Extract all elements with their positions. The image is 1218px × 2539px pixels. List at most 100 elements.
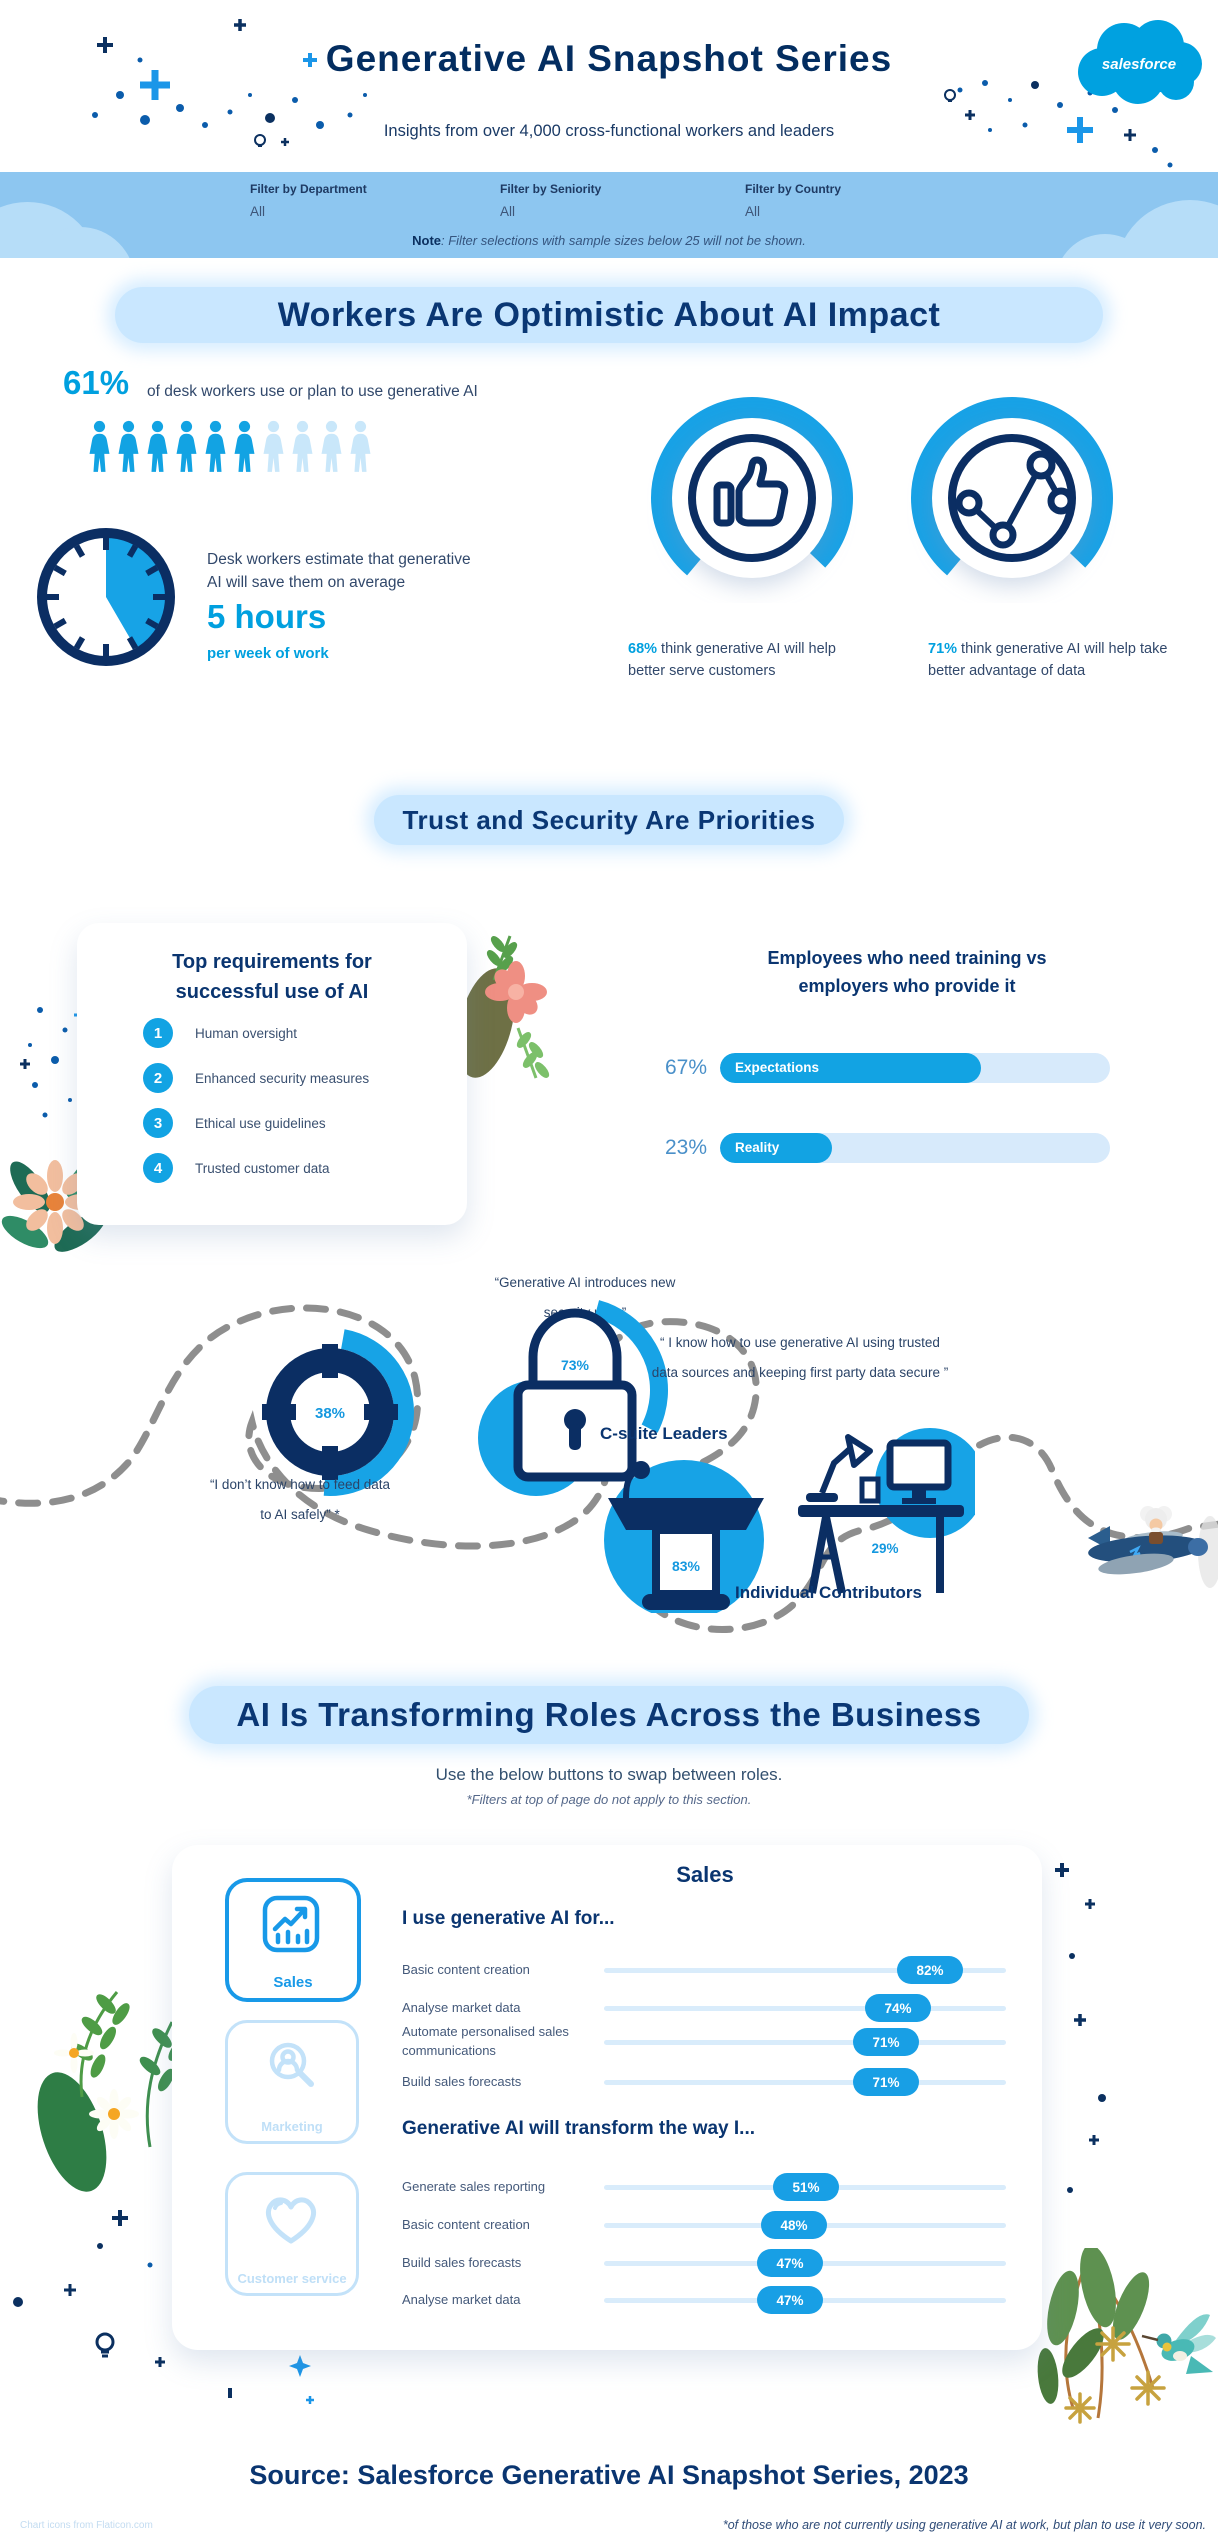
- row-label: Build sales forecasts: [402, 2254, 522, 2270]
- clock-caption-line1: Desk workers estimate that generative: [207, 551, 471, 568]
- bar-fill: Reality: [720, 1133, 832, 1163]
- chart-row: Generate sales reporting 51%: [402, 2170, 1008, 2204]
- desk-icon: 29%: [798, 1428, 975, 1594]
- filter-country-value[interactable]: All: [745, 204, 761, 219]
- clock-stat: 5 hours: [207, 598, 327, 635]
- desk-stat-text: 29%: [871, 1541, 898, 1556]
- marketing-search-icon: [269, 2042, 314, 2087]
- filter-department-label: Filter by Department: [250, 182, 367, 196]
- bar-track: [604, 2006, 1006, 2011]
- quote-trusted-data: “ I know how to use generative AI using …: [560, 1328, 1040, 1387]
- badge-71-value: 71%: [928, 641, 958, 657]
- section-heading-optimism: Workers Are Optimistic About AI Impact: [115, 287, 1103, 343]
- badge-68-value: 68%: [628, 641, 658, 657]
- requirements-title-line2: successful use of AI: [175, 981, 369, 1003]
- bar-value-pill: 48%: [761, 2211, 827, 2239]
- quote-feed-data: “I don’t know how to feed data to AI saf…: [155, 1470, 445, 1529]
- role-tab-customer-service[interactable]: Customer service: [225, 2172, 359, 2296]
- row-bar: 71%: [602, 2025, 1008, 2059]
- podium-icon: 83%: [604, 1460, 764, 1613]
- training-bar-expectations: 67% Expectations: [645, 1053, 1110, 1083]
- customer-service-heart-icon: [266, 2197, 316, 2244]
- row-label: Analyse market data: [402, 1999, 521, 2015]
- row-bar: 48%: [602, 2208, 1008, 2242]
- individual-contributors-label: Individual Contributors: [735, 1583, 922, 1602]
- requirements-title-line1: Top requirements for: [172, 951, 372, 973]
- clock-caption: Desk workers estimate that generative AI…: [207, 548, 477, 595]
- row-label: Analyse market data: [402, 2291, 521, 2307]
- training-bar-reality: 23% Reality: [645, 1133, 1110, 1163]
- requirements-card: Top requirements for successful use of A…: [77, 923, 467, 1225]
- source-line: Source: Salesforce Generative AI Snapsho…: [249, 2460, 969, 2490]
- clock-caption-line2: AI will save them on average: [207, 574, 406, 592]
- quote-line: “I don’t know how to feed data: [209, 1477, 391, 1492]
- filter-seniority: Filter by Seniority All: [500, 182, 601, 219]
- chart-row: Automate personalised sales communicatio…: [402, 2024, 1008, 2059]
- bar-value-pill: 47%: [757, 2249, 823, 2277]
- chart-row: Build sales forecasts 71%: [402, 2065, 1008, 2099]
- stat-61-caption: of desk workers use or plan to use gener…: [147, 383, 478, 400]
- page-subtitle: Insights from over 4,000 cross-functiona…: [383, 122, 835, 140]
- requirement-item-4: 4 Trusted customer data: [143, 1153, 330, 1183]
- row-label: Automate personalised sales communicatio…: [402, 2024, 569, 2058]
- row-bar: 82%: [602, 1953, 1008, 1987]
- badge-71-text: 71% think generative AI will help take b…: [928, 638, 1203, 683]
- filter-seniority-label: Filter by Seniority: [500, 182, 602, 196]
- row-label: Basic content creation: [402, 1961, 530, 1977]
- salesforce-logo: salesforce: [1078, 20, 1202, 104]
- person-icon: [231, 420, 258, 479]
- sparkle-cluster-top-left: [92, 19, 367, 147]
- requirements-title: Top requirements for successful use of A…: [77, 947, 467, 1007]
- bar-track: Reality: [720, 1133, 1110, 1163]
- filter-country: Filter by Country All: [745, 182, 841, 219]
- requirement-label: Enhanced security measures: [195, 1070, 370, 1086]
- podium-stat-text: 83%: [672, 1558, 701, 1574]
- quote-line: “Generative AI introduces new: [494, 1275, 676, 1290]
- row-bar: 51%: [602, 2170, 1008, 2204]
- filter-department: Filter by Department All: [250, 182, 367, 219]
- badge-68-text: 68% think generative AI will help better…: [628, 638, 868, 683]
- role-tab-marketing[interactable]: Marketing: [225, 2020, 359, 2144]
- roles-subtitle-note: *Filters at top of page do not apply to …: [466, 1792, 752, 1807]
- bar-percent-label: 67%: [664, 1056, 707, 1079]
- life-ring-icon: 38%: [246, 1328, 414, 1496]
- quote-line: “ I know how to use generative AI using …: [660, 1335, 940, 1350]
- training-title: Employees who need training vs employers…: [700, 945, 1114, 1001]
- sparkle-cluster-top-right: [944, 80, 1187, 177]
- bar-value-pill: 71%: [853, 2068, 919, 2096]
- page-title: Generative AI Snapshot Series: [325, 38, 893, 79]
- bar-value-pill: 47%: [757, 2286, 823, 2314]
- ring-stat-text: 38%: [315, 1405, 345, 1422]
- person-icon: [347, 420, 374, 479]
- quote-line: to AI safely” *: [260, 1506, 340, 1522]
- role-tab-label: Marketing: [261, 2119, 323, 2134]
- requirement-number: 1: [143, 1018, 173, 1048]
- requirement-label: Human oversight: [195, 1025, 298, 1041]
- transform-group-title: Generative AI will transform the way I..…: [402, 2118, 756, 2139]
- badge-71-caption: think generative AI will help take bette…: [928, 641, 1168, 680]
- csuite-label: C-suite Leaders: [600, 1424, 728, 1443]
- person-icon: [144, 420, 171, 479]
- stat-61: 61%: [63, 364, 130, 401]
- requirement-number: 3: [143, 1108, 173, 1138]
- icon-credit: Chart icons from Flaticon.com: [20, 2520, 153, 2531]
- badge-68-caption: think generative AI will help better ser…: [628, 641, 836, 680]
- person-icon: [173, 420, 200, 479]
- role-tab-label: Customer service: [237, 2271, 347, 2286]
- filter-department-value[interactable]: All: [250, 204, 266, 219]
- role-tab-label: Sales: [273, 1974, 313, 1991]
- sales-chart-icon: [262, 1895, 320, 1953]
- filter-note-label: Note: [412, 233, 441, 248]
- role-tab-sales[interactable]: Sales: [225, 1878, 361, 2002]
- quote-line: data sources and keeping first party dat…: [651, 1364, 949, 1380]
- row-bar: 71%: [602, 2065, 1008, 2099]
- row-bar: 47%: [602, 2283, 1008, 2317]
- filter-seniority-value[interactable]: All: [500, 204, 516, 219]
- bar-value-pill: 82%: [897, 1956, 963, 1984]
- row-label: Generate sales reporting: [402, 2178, 546, 2194]
- flower-decoration-bottom-left: [1, 1155, 106, 1252]
- training-title-line2: employers who provide it: [798, 975, 1016, 996]
- section-heading-roles: AI Is Transforming Roles Across the Busi…: [189, 1686, 1029, 1744]
- flower-decoration-right: [458, 935, 550, 1079]
- person-icon: [86, 420, 113, 479]
